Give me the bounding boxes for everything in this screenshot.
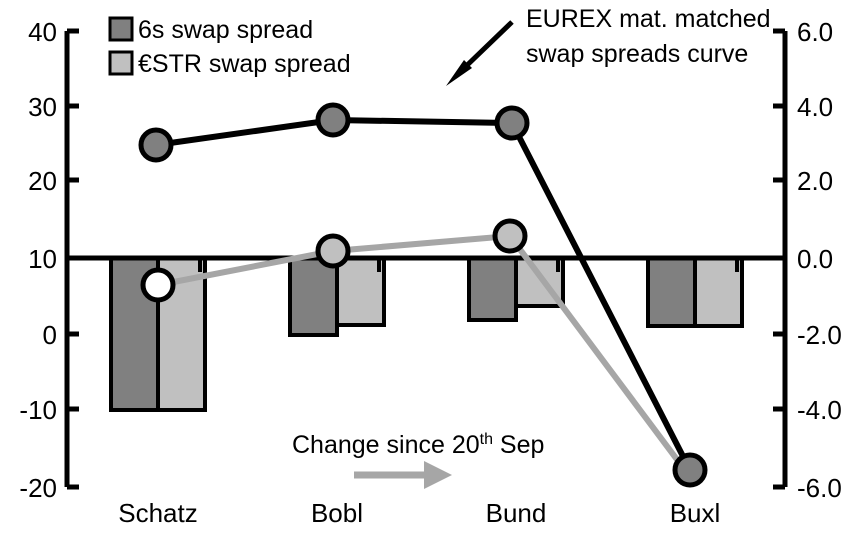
estr-matched-curve xyxy=(140,218,693,479)
x-category-label-schatz: Schatz xyxy=(118,498,198,528)
estr-curve-marker-bobl xyxy=(315,233,351,269)
callout-line-2: swap spreads curve xyxy=(526,40,748,68)
change-since-annotation: Change since 20th Sep xyxy=(292,431,544,489)
left-tick-label-20: 20 xyxy=(28,166,57,196)
legend-swatch-estr xyxy=(108,50,134,76)
legend-swatch-6s xyxy=(108,16,134,42)
left-tick-label-40: 40 xyxy=(28,17,57,47)
chart-legend: 6s swap spread €STR swap spread xyxy=(108,16,351,78)
left-tick-label-0: 0 xyxy=(43,320,57,350)
left-tick-label-neg20: -20 xyxy=(19,473,57,503)
eurex-matched-curve xyxy=(138,102,708,488)
change-since-sup: th xyxy=(480,431,493,448)
legend-label-estr: €STR swap spread xyxy=(138,50,351,78)
estr-curve-marker-bund xyxy=(492,218,528,254)
x-category-label-bobl: Bobl xyxy=(311,498,363,528)
bar-estr-bund xyxy=(514,256,565,308)
eurex-curve-marker-bund xyxy=(494,105,530,141)
legend-label-6s: 6s swap spread xyxy=(138,16,313,44)
change-since-suffix: Sep xyxy=(493,431,544,459)
x-category-label-buxl: Buxl xyxy=(670,498,721,528)
eurex-curve-marker-buxl xyxy=(672,452,708,488)
right-tick-label-4: 4.0 xyxy=(797,92,833,122)
bar-6s-bobl xyxy=(288,256,339,337)
bar-estr-buxl xyxy=(693,256,744,328)
callout-line-1: EUREX mat. matched xyxy=(526,5,771,33)
bar-group-buxl xyxy=(646,256,744,328)
change-since-prefix: Change since 20 xyxy=(292,431,480,459)
change-since-label: Change since 20th Sep xyxy=(292,431,544,459)
left-tick-label-neg10: -10 xyxy=(19,395,57,425)
bar-6s-buxl xyxy=(646,256,697,328)
right-tick-label-neg2: -2.0 xyxy=(797,320,842,350)
right-tick-label-6: 6.0 xyxy=(797,17,833,47)
down-left-arrow-icon xyxy=(446,20,514,86)
right-tick-label-neg6: -6.0 xyxy=(797,473,842,503)
right-tick-label-2: 2.0 xyxy=(797,166,833,196)
eurex-curve-marker-schatz xyxy=(138,127,174,163)
right-tick-label-neg4: -4.0 xyxy=(797,395,842,425)
curve-callout-annotation: EUREX mat. matched swap spreads curve xyxy=(446,5,771,86)
left-tick-label-10: 10 xyxy=(28,244,57,274)
left-tick-label-30: 30 xyxy=(28,92,57,122)
right-arrow-icon xyxy=(354,461,452,489)
bar-group-bund xyxy=(467,256,565,322)
bar-estr-bobl xyxy=(335,256,386,327)
eurex-curve-marker-bobl xyxy=(315,102,351,138)
bar-6s-bund xyxy=(467,256,518,322)
estr-curve-marker-schatz xyxy=(140,267,176,303)
x-category-label-bund: Bund xyxy=(486,498,547,528)
bar-group-bobl xyxy=(288,256,386,337)
right-tick-label-0: 0.0 xyxy=(797,244,833,274)
